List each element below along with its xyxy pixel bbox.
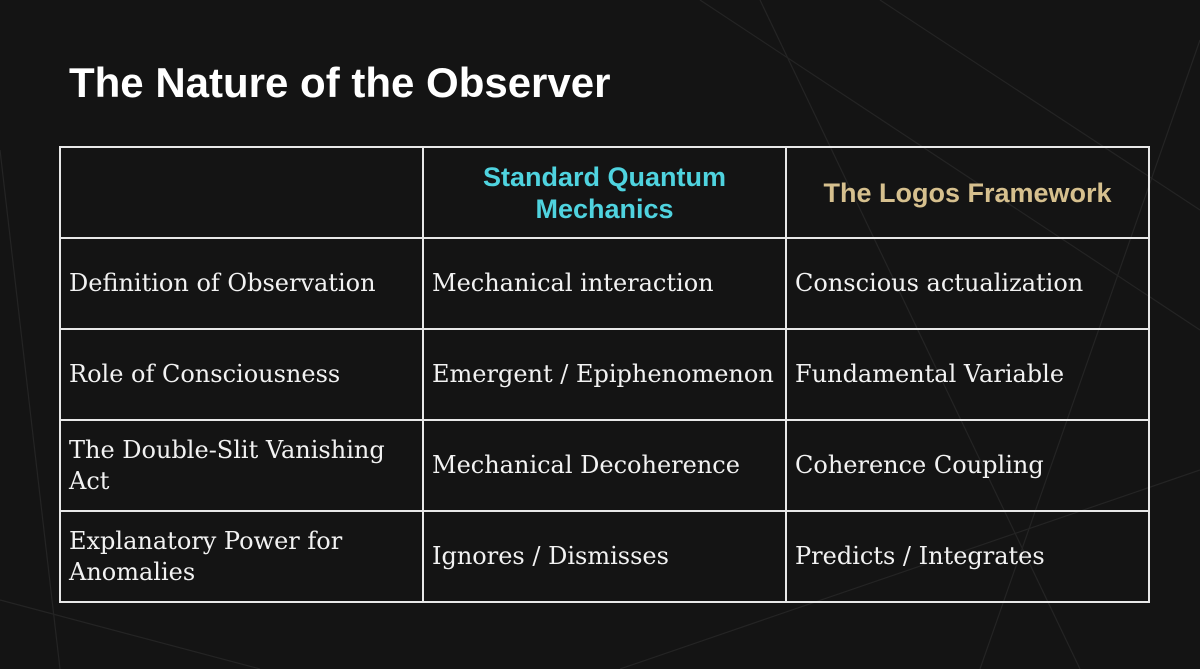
table-row: Role of Consciousness Emergent / Epiphen… [59, 328, 1150, 421]
header-cell-empty [59, 146, 424, 239]
logos-cell: Coherence Coupling [785, 419, 1150, 512]
sqm-cell: Mechanical Decoherence [422, 419, 787, 512]
row-label-cell: Definition of Observation [59, 237, 424, 330]
slide-title: The Nature of the Observer [69, 59, 611, 106]
logos-cell: Conscious actualization [785, 237, 1150, 330]
table-row: Explanatory Power for Anomalies Ignores … [59, 510, 1150, 603]
header-standard-quantum-mechanics: Standard Quantum Mechanics [422, 146, 787, 239]
logos-cell: Fundamental Variable [785, 328, 1150, 421]
row-label-cell: Explanatory Power for Anomalies [59, 510, 424, 603]
sqm-cell: Ignores / Dismisses [422, 510, 787, 603]
comparison-table: Standard Quantum Mechanics The Logos Fra… [59, 146, 1150, 603]
header-logos-framework: The Logos Framework [785, 146, 1150, 239]
table-row: The Double-Slit Vanishing Act Mechanical… [59, 419, 1150, 512]
row-label-cell: The Double-Slit Vanishing Act [59, 419, 424, 512]
logos-cell: Predicts / Integrates [785, 510, 1150, 603]
table-row: Definition of Observation Mechanical int… [59, 237, 1150, 330]
table-header-row: Standard Quantum Mechanics The Logos Fra… [59, 146, 1150, 239]
sqm-cell: Mechanical interaction [422, 237, 787, 330]
row-label-cell: Role of Consciousness [59, 328, 424, 421]
sqm-cell: Emergent / Epiphenomenon [422, 328, 787, 421]
